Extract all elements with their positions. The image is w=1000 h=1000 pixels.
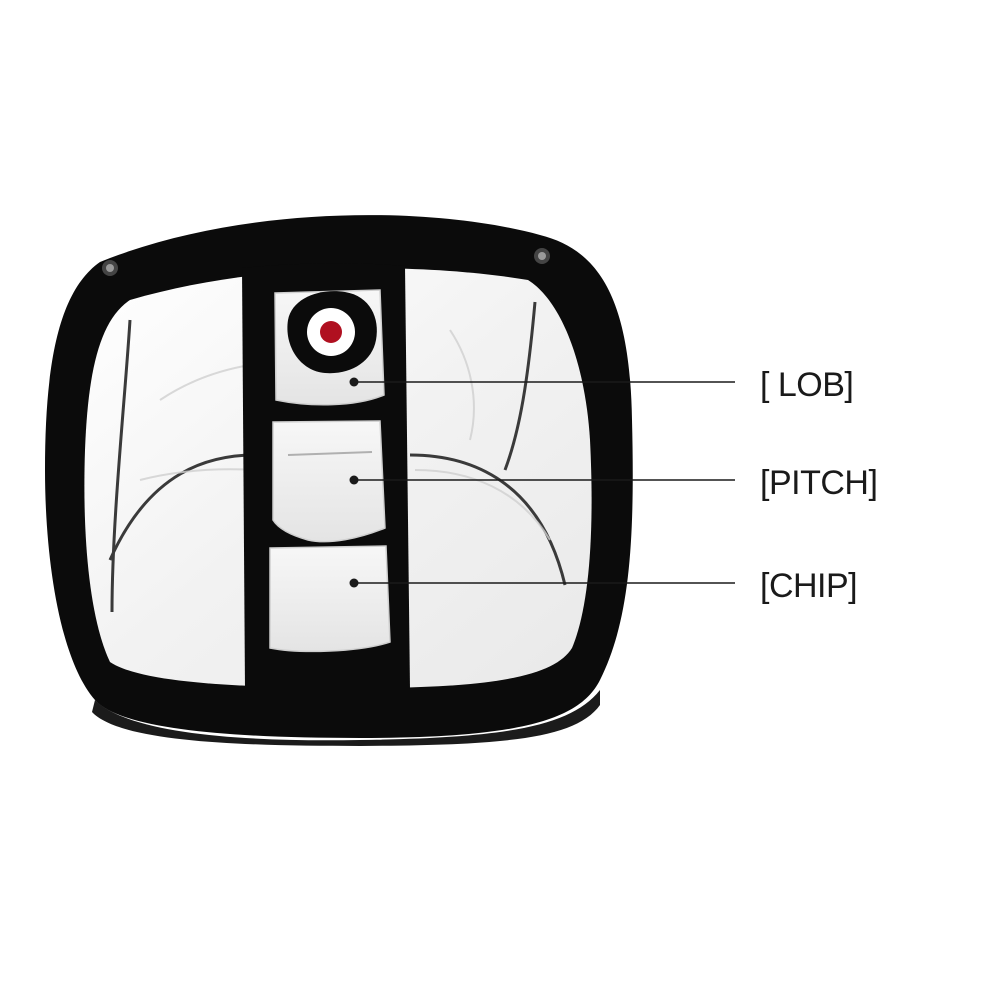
pitch-label: [PITCH] bbox=[760, 464, 877, 502]
chip-label: [CHIP] bbox=[760, 567, 857, 605]
pitch-leader bbox=[349, 475, 735, 485]
grommet-icon bbox=[534, 248, 550, 264]
chip-pocket bbox=[269, 545, 391, 653]
chip-leader bbox=[349, 578, 735, 588]
support-poles bbox=[108, 301, 567, 613]
lob-leader bbox=[349, 377, 735, 387]
pitch-pocket bbox=[272, 420, 386, 543]
bullseye-icon bbox=[287, 291, 377, 374]
grommet-icon bbox=[102, 260, 118, 276]
lob-label: [ LOB] bbox=[760, 366, 853, 404]
pitch-pocket-seam bbox=[287, 451, 373, 456]
